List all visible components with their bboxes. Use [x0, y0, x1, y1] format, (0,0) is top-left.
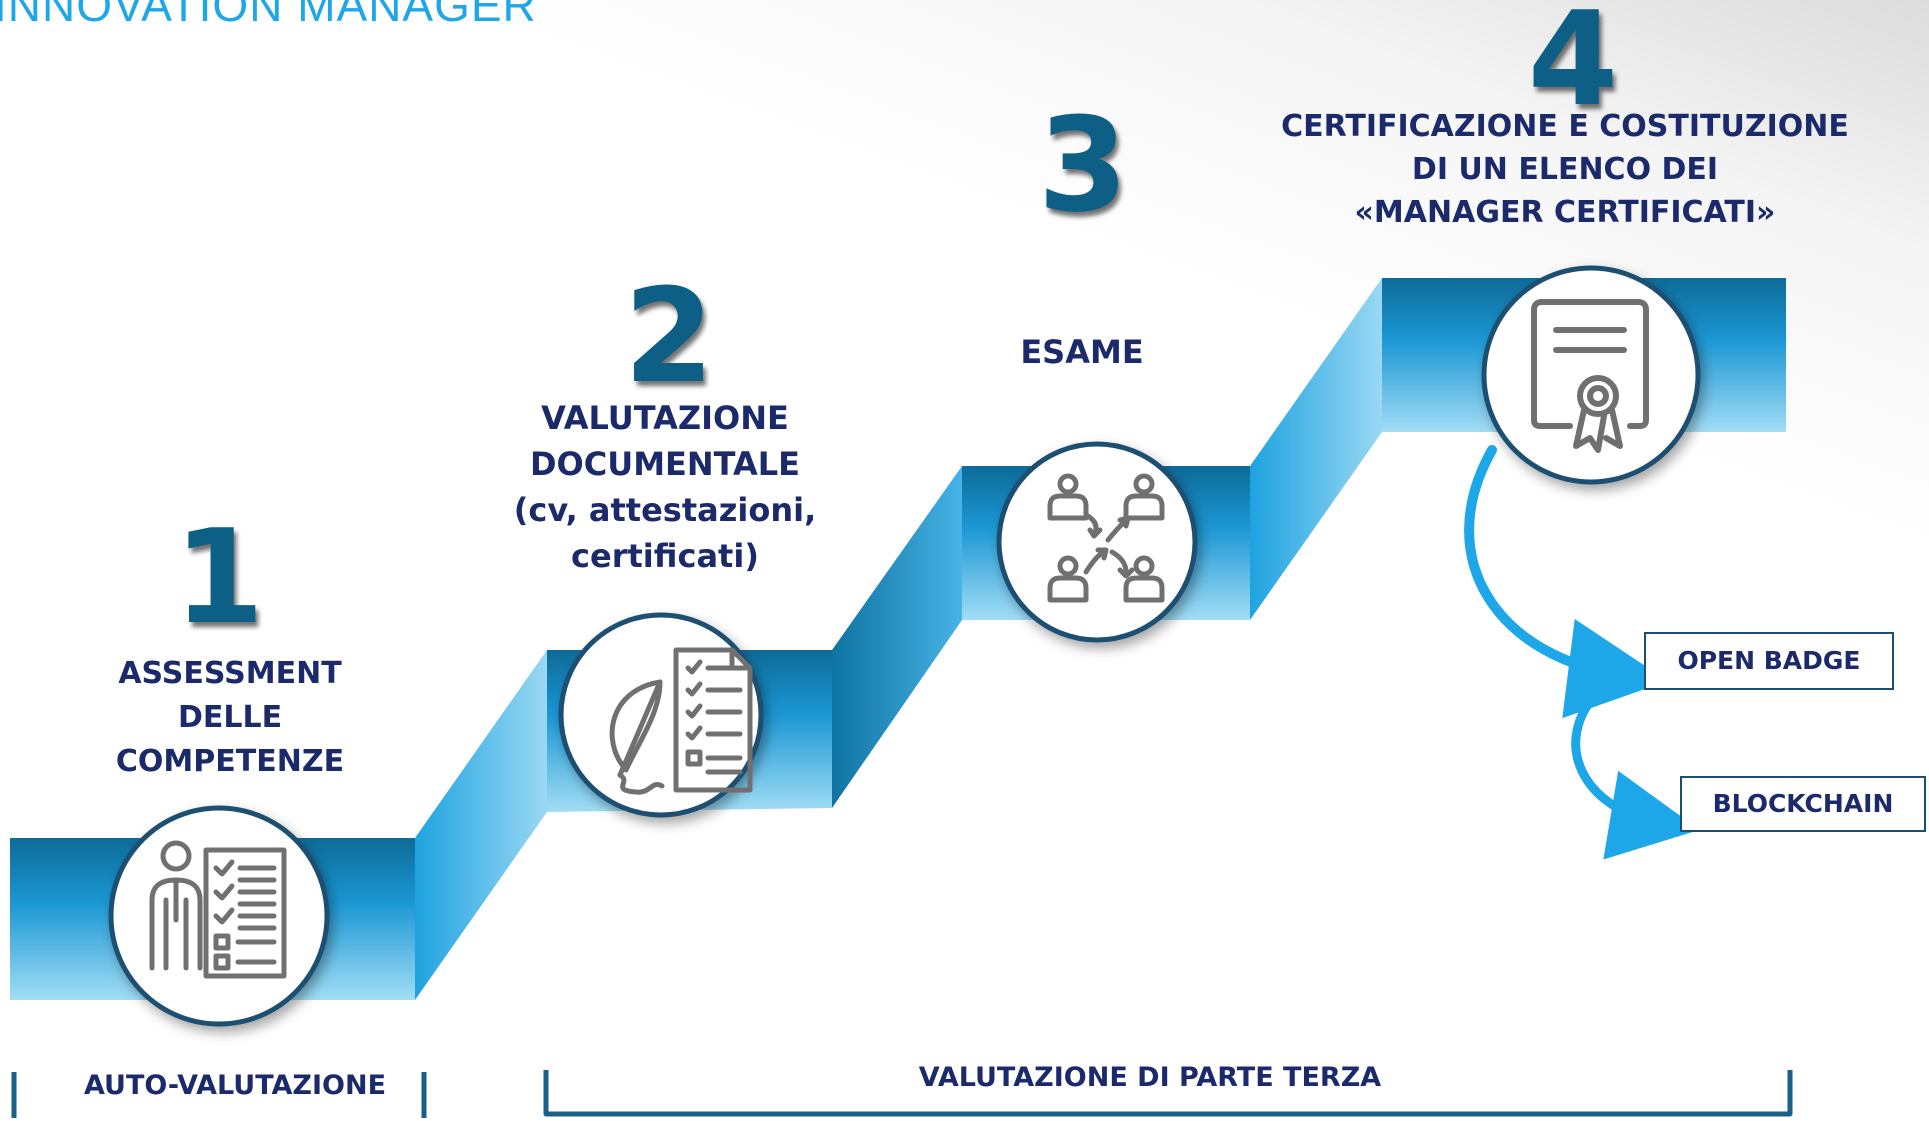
step-number-4: 4 [1527, 0, 1619, 135]
step-title-1: ASSESSMENT DELLE COMPETENZE [90, 652, 370, 784]
people-network-icon [1047, 473, 1165, 603]
bracket-third-party [543, 1070, 1793, 1117]
arrow-to-open-badge [1464, 445, 1668, 719]
step-number-2: 2 [623, 260, 715, 412]
step-1-line-1: ASSESSMENT [118, 656, 342, 691]
page-title: INNOVATION MANAGER [0, 0, 537, 31]
step-4-line-1: CERTIFICAZIONE E COSTITUZIONE [1281, 109, 1849, 144]
step-title-4: CERTIFICAZIONE E COSTITUZIONE DI UN ELEN… [1240, 105, 1890, 234]
step-circle-3 [996, 441, 1198, 643]
step-number-3: 3 [1037, 89, 1129, 241]
document-quill-icon [609, 647, 753, 795]
open-badge-box: OPEN BADGE [1644, 632, 1894, 690]
arrow-to-blockchain [1571, 685, 1700, 860]
phase-label-third-party: VALUTAZIONE DI PARTE TERZA [918, 1062, 1382, 1093]
step-2-line-2: DOCUMENTALE [529, 445, 801, 483]
output-arrows [1464, 445, 1700, 860]
ribbon-rise-3 [1250, 278, 1382, 620]
ribbon-rise-1 [415, 650, 547, 1000]
step-2-line-1: VALUTAZIONE [541, 399, 789, 437]
step-1-line-3: COMPETENZE [115, 744, 345, 779]
step-4-line-2: DI UN ELENCO DEI [1411, 152, 1719, 187]
ribbon-rise-2 [832, 466, 962, 808]
step-1-line-2: DELLE [177, 700, 283, 735]
step-3-line-1: ESAME [1020, 333, 1144, 371]
step-2-line-4: certificati) [571, 537, 759, 575]
person-checklist-icon [149, 840, 287, 979]
step-title-2: VALUTAZIONE DOCUMENTALE (cv, attestazion… [495, 395, 835, 579]
certificate-icon [1531, 299, 1649, 453]
blockchain-box: BLOCKCHAIN [1680, 776, 1926, 832]
phase-label-self: AUTO-VALUTAZIONE [83, 1070, 387, 1101]
step-4-line-3: «MANAGER CERTIFICATI» [1354, 195, 1776, 230]
step-2-line-3: (cv, attestazioni, [513, 491, 817, 529]
step-circle-2 [558, 612, 764, 818]
bracket-self [11, 1072, 427, 1118]
step-title-3: ESAME [962, 332, 1202, 372]
step-number-1: 1 [173, 501, 265, 653]
